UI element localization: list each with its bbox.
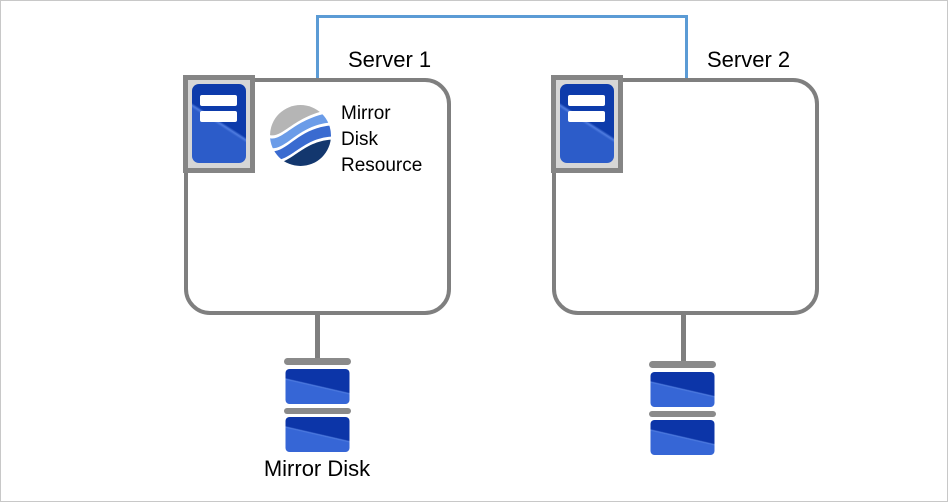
server1-label: Server 1 [348, 47, 432, 72]
resource-label-line: Resource [341, 155, 423, 176]
server-icon [551, 75, 623, 173]
server-icon [183, 75, 255, 173]
mirror-disk-resource-icon [270, 105, 331, 166]
mirror-disk-label: Mirror Disk [263, 456, 371, 481]
disk-stack-icon [649, 361, 716, 455]
server2-disk-connector [681, 313, 686, 363]
mirror-disk-resource-label: Mirror Disk Resource [341, 101, 422, 179]
resource-label-line: Disk [341, 129, 378, 150]
disk-stack-icon [284, 358, 351, 452]
server2-label: Server 2 [707, 47, 791, 72]
server1-disk-connector [315, 313, 320, 360]
interconnect-line [316, 15, 688, 81]
resource-label-line: Mirror [341, 103, 391, 124]
